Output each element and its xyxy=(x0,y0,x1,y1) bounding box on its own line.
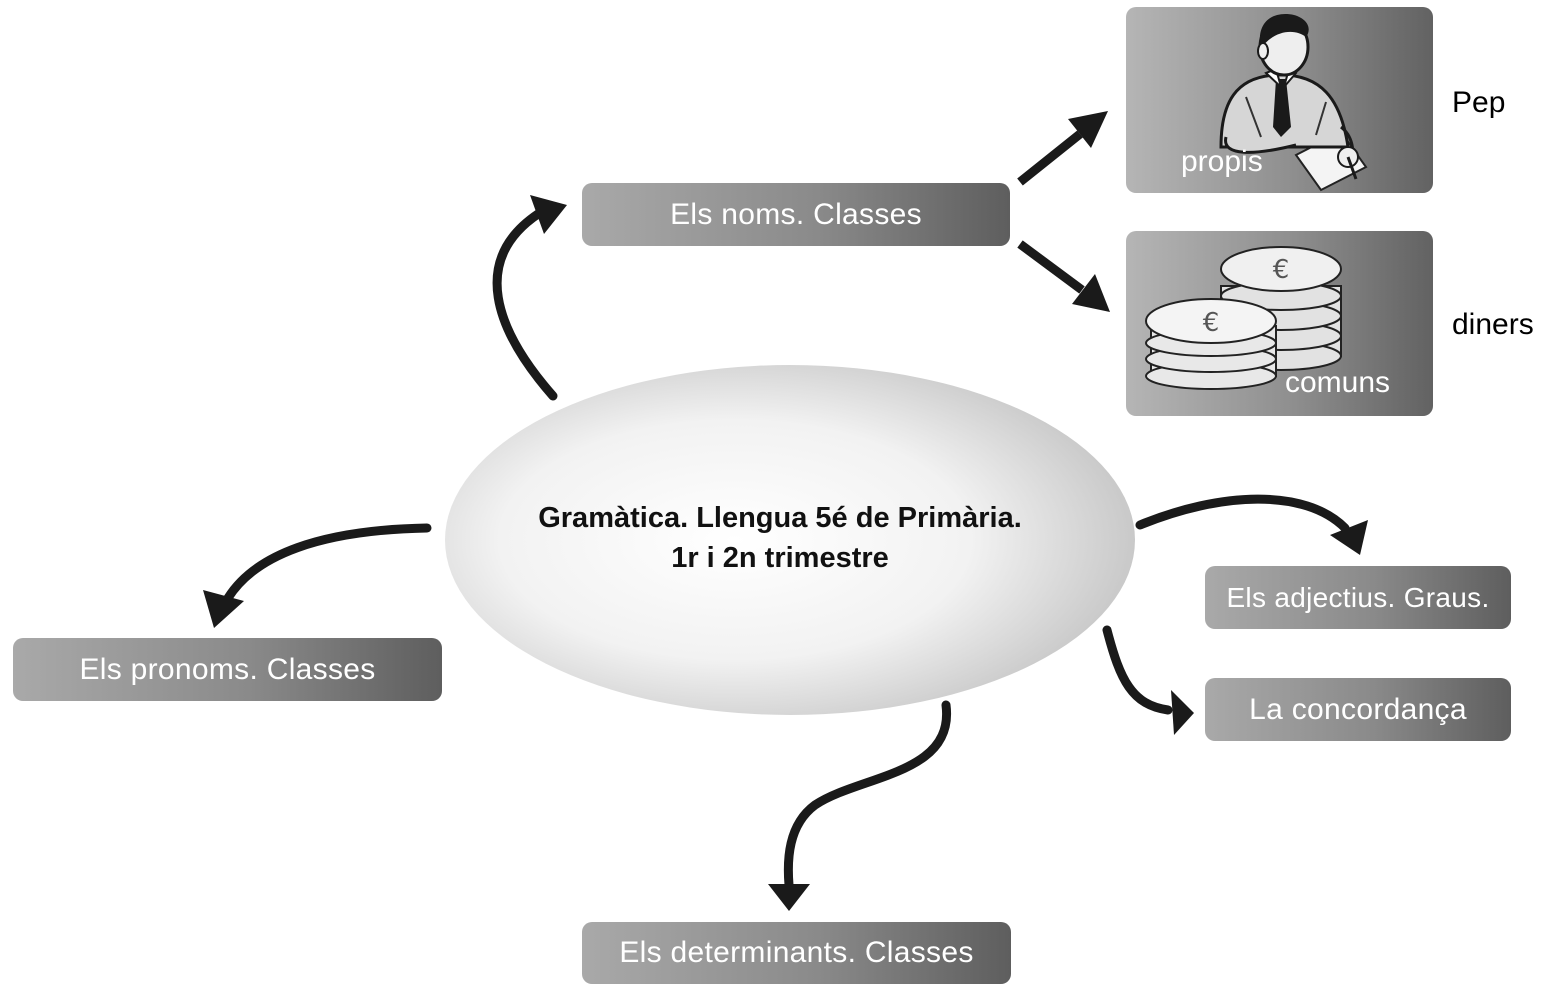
center-ellipse xyxy=(445,365,1135,715)
topic-box-adjectius[interactable]: Els adjectius. Graus. xyxy=(1205,566,1511,629)
arrow-to-propis xyxy=(1017,111,1108,186)
arrow-to-comuns xyxy=(1017,240,1110,312)
topic-box-noms[interactable]: Els noms. Classes xyxy=(582,183,1010,246)
center-title: Gramàtica. Llengua 5é de Primària. 1r i … xyxy=(450,498,1110,578)
card-propis-label: propis xyxy=(1181,145,1263,178)
arrow-to-concordanca xyxy=(1102,625,1194,735)
example-propis: Pep xyxy=(1452,86,1506,119)
topic-box-concordanca[interactable]: La concordança xyxy=(1205,678,1511,741)
center-title-line1: Gramàtica. Llengua 5é de Primària. xyxy=(538,502,1022,534)
card-comuns-label: comuns xyxy=(1285,366,1391,399)
svg-text:€: € xyxy=(1273,255,1290,285)
center-title-line2: 1r i 2n trimestre xyxy=(671,542,889,574)
svg-text:€: € xyxy=(1203,308,1220,338)
euro-coins-icon: € € xyxy=(1145,246,1342,390)
arrow-to-noms xyxy=(492,195,567,401)
businessman-icon xyxy=(1219,14,1368,192)
card-comuns[interactable]: € € comuns xyxy=(1126,231,1433,416)
topic-box-pronoms[interactable]: Els pronoms. Classes xyxy=(13,638,442,701)
arrow-to-adjectius xyxy=(1135,494,1368,555)
topic-box-determinants[interactable]: Els determinants. Classes xyxy=(582,922,1011,984)
arrow-to-pronoms xyxy=(203,523,432,628)
example-comuns: diners xyxy=(1452,308,1534,341)
card-propis[interactable]: propis xyxy=(1126,7,1433,193)
arrow-to-determinants xyxy=(768,700,951,911)
